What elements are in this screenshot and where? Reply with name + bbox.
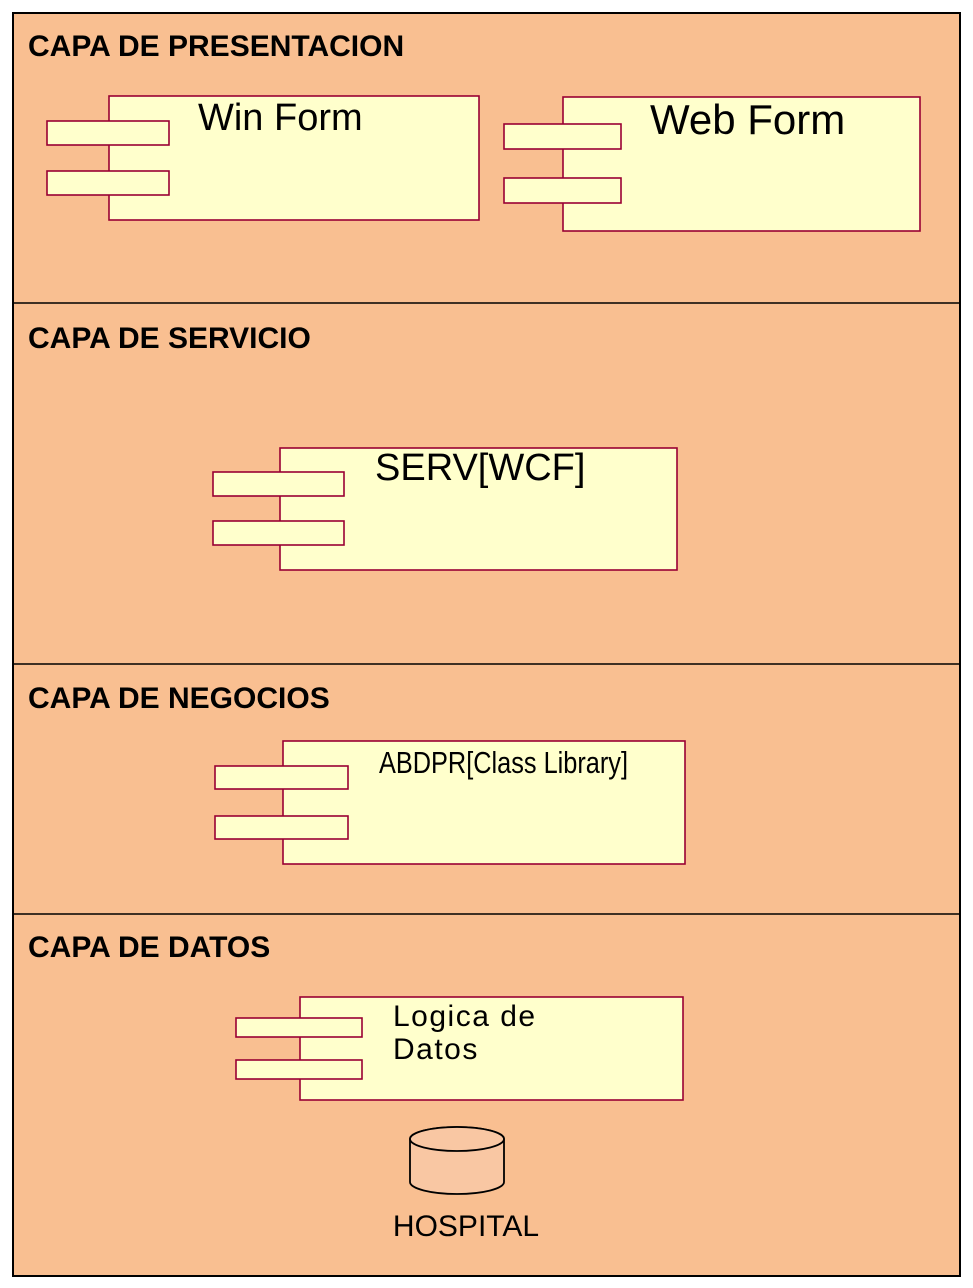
component-label: SERV[WCF] [375,447,585,489]
component-port-icon [212,520,345,546]
component-body [108,95,480,221]
component-abdpr-class-library: ABDPR[Class Library] [214,740,686,865]
component-label: ABDPR[Class Library] [379,745,628,780]
component-label: Win Form [198,97,363,139]
database-cylinder-top [409,1126,505,1152]
component-port-icon [46,170,170,196]
layer-data-title: CAPA DE DATOS [28,931,270,964]
layer-business: CAPA DE NEGOCIOS ABDPR[Class Library] [13,664,960,914]
component-port-icon [214,765,349,790]
component-body [279,447,678,571]
component-body [282,740,686,865]
component-win-form: Win Form [46,95,480,221]
component-port-icon [212,471,345,497]
layer-presentation: CAPA DE PRESENTACION Win Form Web Form [13,13,960,303]
component-port-icon [503,123,622,150]
component-port-icon [503,177,622,204]
component-serv-wcf: SERV[WCF] [212,447,678,571]
component-body [299,996,684,1101]
component-label: Web Form [650,96,845,143]
layer-service: CAPA DE SERVICIO SERV[WCF] [13,303,960,664]
component-label-line-1: Logica de [393,1000,537,1033]
component-port-icon [235,1059,363,1080]
layer-presentation-title: CAPA DE PRESENTACION [28,30,404,63]
component-port-icon [46,120,170,146]
database-cylinder-icon [409,1126,505,1195]
layer-data: CAPA DE DATOS Logica de Datos HOSPITAL [13,914,960,1276]
diagram-frame [12,12,961,1277]
component-port-icon [235,1017,363,1038]
component-port-icon [214,815,349,840]
database-label: HOSPITAL [393,1210,539,1243]
component-web-form: Web Form [503,96,921,232]
component-label-line-2: Datos [393,1033,479,1066]
layer-service-title: CAPA DE SERVICIO [28,322,311,355]
component-body [562,96,921,232]
component-logica-de-datos: Logica de Datos [235,996,684,1101]
layer-business-title: CAPA DE NEGOCIOS [28,682,330,715]
